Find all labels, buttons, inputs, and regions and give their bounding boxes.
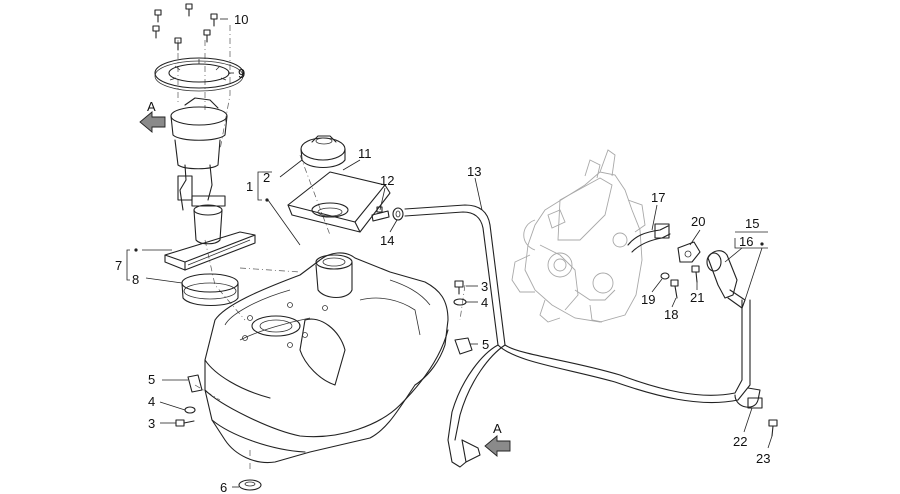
bolt-3-left — [175, 419, 195, 427]
valve-12 — [371, 206, 390, 222]
fuel-tank — [204, 252, 449, 464]
callout-4-left: 4 — [148, 394, 155, 409]
callout-9: 9 — [238, 66, 245, 81]
clip-5-left — [187, 374, 203, 393]
vent-hose-13 — [404, 204, 506, 346]
gasket-8 — [181, 273, 239, 306]
callout-22: 22 — [733, 434, 747, 449]
screw-23 — [768, 419, 778, 437]
callout-13: 13 — [467, 164, 481, 179]
callout-1: 1 — [246, 179, 253, 194]
callout-11: 11 — [358, 146, 372, 161]
screw-21 — [691, 265, 700, 283]
arrow-a-top — [139, 111, 166, 133]
callout-5-left: 5 — [148, 372, 155, 387]
callout-2: 2 — [263, 170, 270, 185]
screw-18 — [670, 279, 679, 299]
callout-7: 7 — [115, 258, 122, 273]
fitting-16 — [706, 250, 746, 309]
callout-6: 6 — [220, 480, 227, 494]
callout-3-right: 3 — [481, 279, 488, 294]
clamp-22 — [734, 387, 763, 409]
fuel-cap-2 — [300, 135, 346, 169]
callout-15: 15 — [745, 216, 759, 231]
arrow-a-bottom — [484, 435, 511, 457]
callout-3-left: 3 — [148, 416, 155, 431]
callout-10: 10 — [234, 12, 248, 27]
long-hose — [447, 299, 751, 468]
arrow-label-a-top: A — [147, 99, 156, 114]
callout-23: 23 — [756, 451, 770, 466]
callout-labels: 10 9 11 2 1 12 13 14 7 8 3 4 5 5 4 3 6 1… — [115, 12, 770, 494]
callout-17: 17 — [651, 190, 665, 205]
arrow-label-a-bottom: A — [493, 421, 502, 436]
group-brackets — [126, 171, 768, 281]
ring-nut-9 — [154, 57, 244, 92]
callout-21: 21 — [690, 290, 704, 305]
callout-19: 19 — [641, 292, 655, 307]
washer-4-right — [453, 298, 467, 306]
washer-19 — [660, 272, 670, 280]
leader-lines — [142, 18, 773, 488]
bolts-10 — [152, 3, 218, 51]
hose-17 — [627, 223, 671, 253]
assembly-lines — [177, 25, 466, 470]
bolt-3-right — [454, 280, 464, 295]
callout-20: 20 — [691, 214, 705, 229]
engine-ghost-outline — [511, 149, 646, 323]
callout-4-right: 4 — [481, 295, 488, 310]
clip-5-right — [454, 337, 473, 355]
callout-14: 14 — [380, 233, 394, 248]
callout-8: 8 — [132, 272, 139, 287]
filler-tray-11 — [287, 171, 391, 233]
callout-5-right: 5 — [482, 337, 489, 352]
grommet-6 — [238, 479, 262, 491]
washer-4-left — [184, 406, 196, 414]
callout-18: 18 — [664, 307, 678, 322]
callout-12: 12 — [380, 173, 394, 188]
fitting-14 — [392, 207, 404, 221]
callout-16: 16 — [739, 234, 753, 249]
clip-20 — [677, 241, 701, 263]
fuel-pump-7 — [164, 97, 256, 271]
